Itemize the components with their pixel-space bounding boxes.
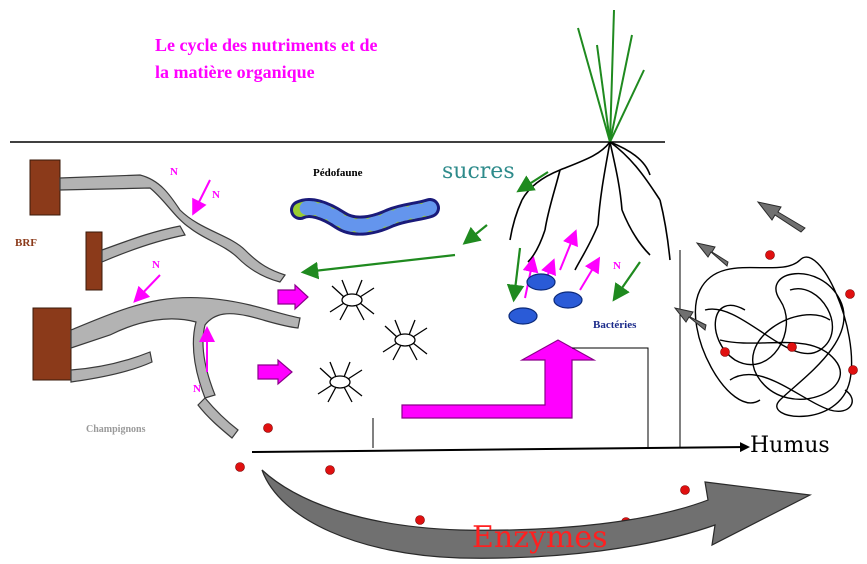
nitrogen-label: N [193, 383, 201, 395]
humus-axis-arrow [252, 447, 748, 452]
nitrogen-label: N [170, 166, 178, 178]
worm-icon [300, 208, 430, 226]
nitrogen-label: N [212, 189, 220, 201]
nitrogen-label: N [152, 259, 160, 271]
wood-pieces [30, 160, 102, 380]
pedofaune-label: Pédofaune [313, 167, 363, 179]
nitrogen-arrows [136, 180, 598, 372]
grass-blades [578, 10, 644, 142]
champignons-label: Champignons [86, 424, 146, 435]
fungi-to-fauna-arrows [258, 285, 308, 384]
enzymes-label: Enzymes [472, 520, 608, 555]
diagram-title-line-2: la matière organique [155, 62, 315, 82]
bacteria-cells [509, 274, 582, 324]
diagram-title-line-1: Le cycle des nutriments et de [155, 35, 377, 55]
nitrogen-label: N [613, 260, 621, 272]
big-magenta-arrow [402, 340, 594, 418]
plant-roots [510, 142, 670, 270]
soil-fauna-mites [318, 280, 427, 402]
fungal-hyphae [60, 175, 300, 438]
sucres-label: sucres [442, 159, 515, 184]
brf-label: BRF [15, 237, 37, 249]
humus-tangle [695, 257, 852, 416]
bacteries-label: Bactéries [593, 319, 637, 331]
humus-label: Humus [750, 433, 830, 458]
